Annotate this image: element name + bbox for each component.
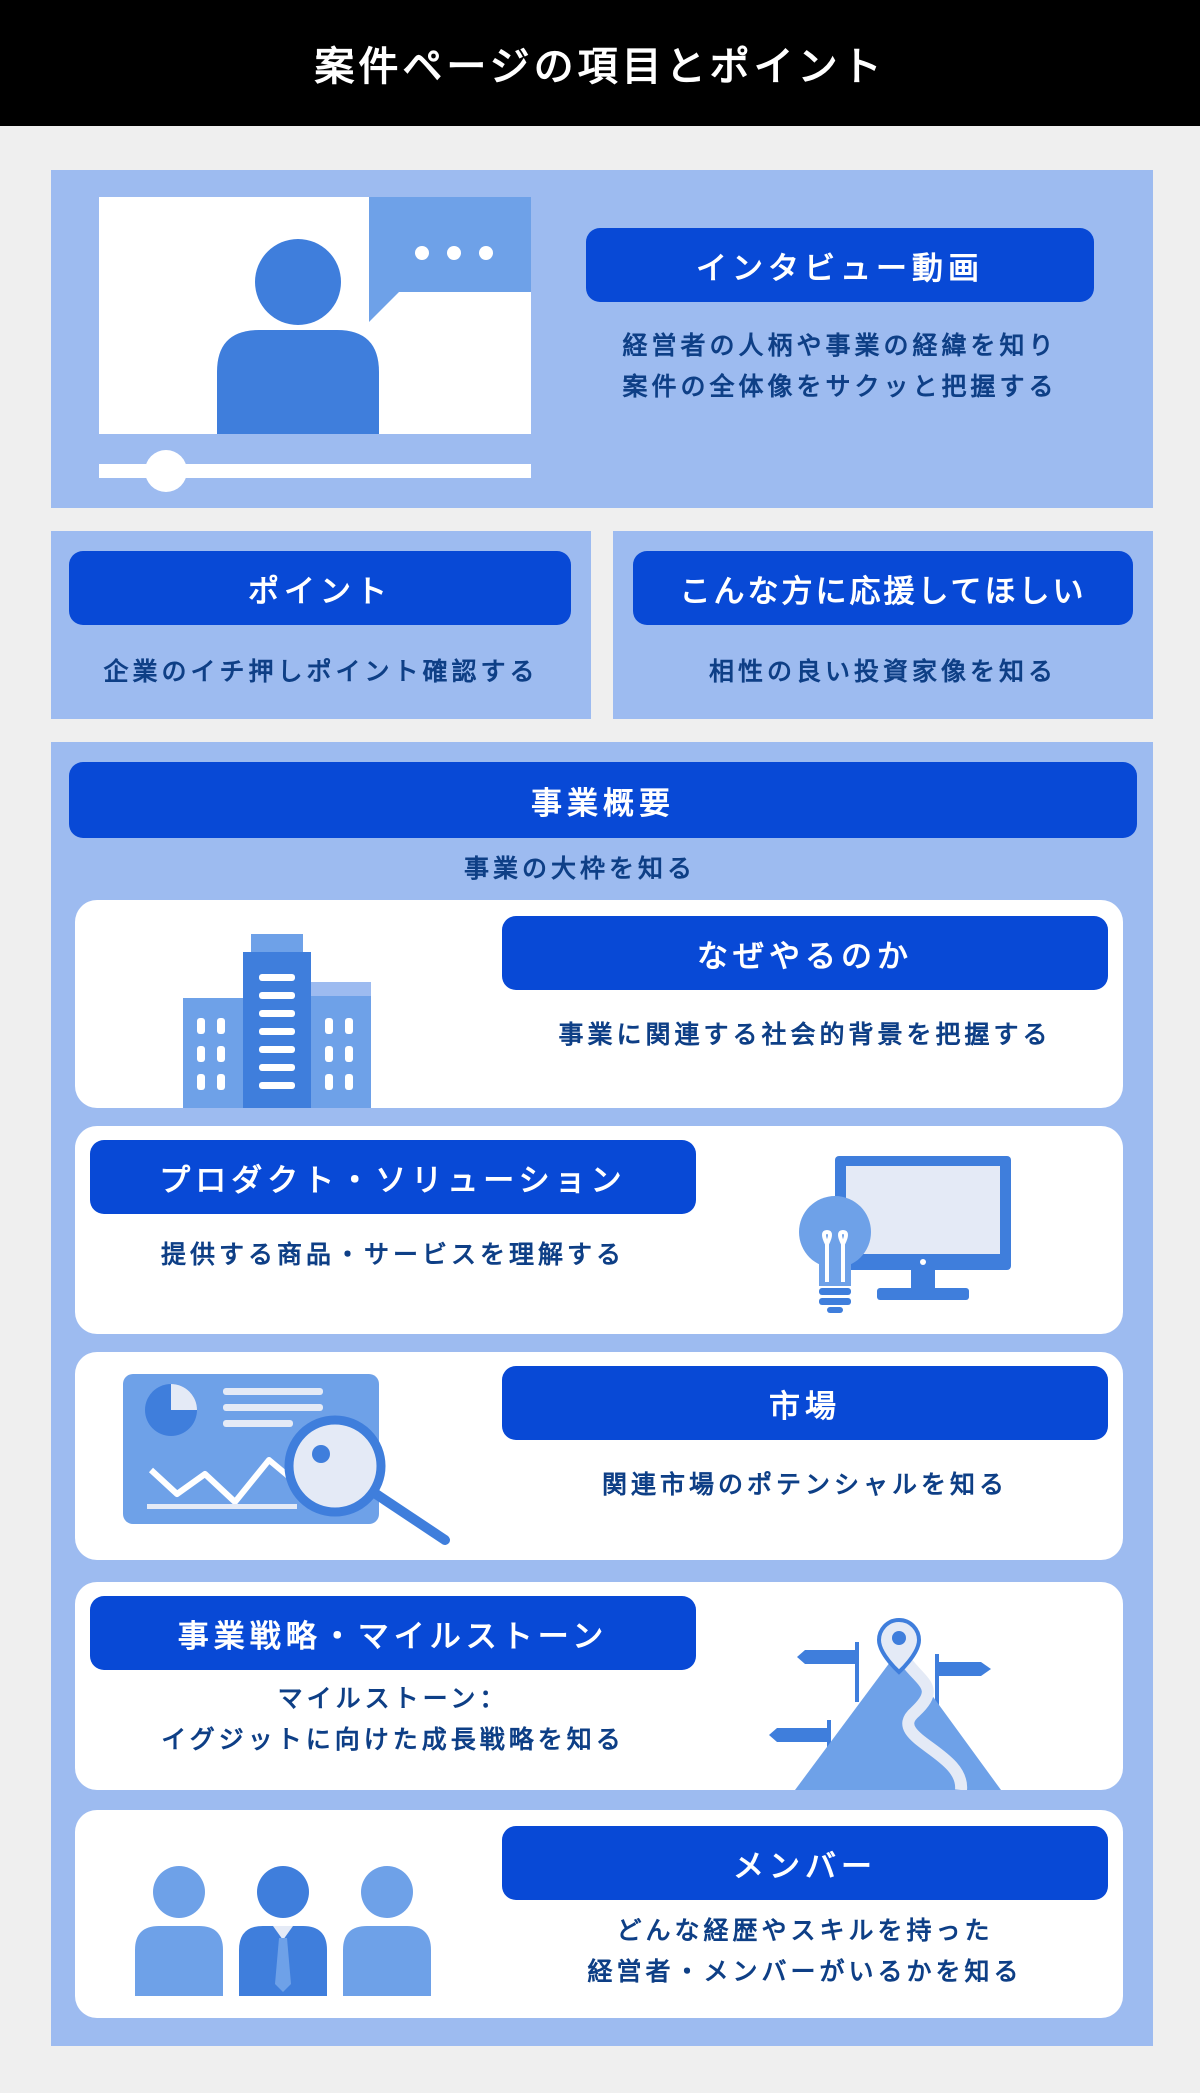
overview-section: 事業概要 事業の大枠を知る <box>51 742 1153 2046</box>
strategy-card: 事業戦略・マイルストーン マイルストーン： イグジットに向けた成長戦略を知る <box>75 1582 1123 1790</box>
point-description: 企業のイチ押しポイント確認する <box>103 657 539 686</box>
interview-desc-line-2: 案件の全体像をサクッと把握する <box>622 372 1058 401</box>
team-members-icon <box>135 1866 431 1996</box>
point-section: ポイント 企業のイチ押しポイント確認する <box>51 531 591 719</box>
interview-title-pill: インタビュー動画 <box>586 228 1094 302</box>
product-desc-line-1: 提供する商品・サービスを理解する <box>160 1240 625 1269</box>
overview-title-pill: 事業概要 <box>69 762 1137 838</box>
page-title: 案件ページの項目とポイント <box>314 44 886 90</box>
strategy-desc-line-1: マイルストーン： <box>277 1684 509 1713</box>
product-card: プロダクト・ソリューション 提供する商品・サービスを理解する <box>75 1126 1123 1334</box>
market-title-pill: 市場 <box>502 1366 1108 1440</box>
strategy-title-pill: 事業戦略・マイルストーン <box>90 1596 696 1670</box>
reason-description: 事業に関連する社会的背景を把握する <box>502 1014 1108 1055</box>
mountain-flag-icon <box>769 1617 1001 1790</box>
strategy-desc-line-2: イグジットに向けた成長戦略を知る <box>161 1725 625 1754</box>
interview-description: 経営者の人柄や事業の経緯を知り 案件の全体像をサクッと把握する <box>586 325 1094 407</box>
video-interview-icon <box>99 197 531 492</box>
market-desc-line-1: 関連市場のポテンシャルを知る <box>601 1470 1008 1499</box>
point-title: ポイント <box>248 573 392 610</box>
product-description: 提供する商品・サービスを理解する <box>90 1234 696 1275</box>
strategy-title: 事業戦略・マイルストーン <box>177 1618 609 1655</box>
reason-title-pill: なぜやるのか <box>502 916 1108 990</box>
interview-title: インタビュー動画 <box>696 250 984 287</box>
target-title-pill: こんな方に応援してほしい <box>633 551 1133 625</box>
target-description: 相性の良い投資家像を知る <box>708 657 1057 686</box>
market-description: 関連市場のポテンシャルを知る <box>502 1464 1108 1505</box>
product-title-pill: プロダクト・ソリューション <box>90 1140 696 1214</box>
members-title: メンバー <box>733 1848 877 1885</box>
market-analysis-icon <box>123 1374 450 1545</box>
members-description: どんな経歴やスキルを持った 経営者・メンバーがいるかを知る <box>502 1910 1108 1992</box>
reason-title: なぜやるのか <box>697 938 913 975</box>
reason-card: なぜやるのか 事業に関連する社会的背景を把握する <box>75 900 1123 1108</box>
point-title-pill: ポイント <box>69 551 571 625</box>
target-title: こんな方に応援してほしい <box>679 573 1087 610</box>
members-title-pill: メンバー <box>502 1826 1108 1900</box>
interview-section: インタビュー動画 経営者の人柄や事業の経緯を知り 案件の全体像をサクッと把握する <box>51 170 1153 508</box>
overview-description: 事業の大枠を知る <box>464 854 697 883</box>
members-card: メンバー どんな経歴やスキルを持った 経営者・メンバーがいるかを知る <box>75 1810 1123 2018</box>
product-title: プロダクト・ソリューション <box>159 1162 627 1199</box>
reason-desc-line-1: 事業に関連する社会的背景を把握する <box>558 1020 1052 1049</box>
buildings-icon <box>183 934 371 1108</box>
target-investor-section: こんな方に応援してほしい 相性の良い投資家像を知る <box>613 531 1153 719</box>
overview-title: 事業概要 <box>531 785 675 822</box>
page-header: 案件ページの項目とポイント <box>0 0 1200 126</box>
members-desc-line-1: どんな経歴やスキルを持った <box>616 1916 994 1945</box>
monitor-bulb-icon <box>799 1156 1011 1313</box>
members-desc-line-2: 経営者・メンバーがいるかを知る <box>587 1957 1023 1986</box>
interview-desc-line-1: 経営者の人柄や事業の経緯を知り <box>622 331 1058 360</box>
market-title: 市場 <box>769 1388 841 1425</box>
strategy-description: マイルストーン： イグジットに向けた成長戦略を知る <box>90 1678 696 1760</box>
market-card: 市場 関連市場のポテンシャルを知る <box>75 1352 1123 1560</box>
